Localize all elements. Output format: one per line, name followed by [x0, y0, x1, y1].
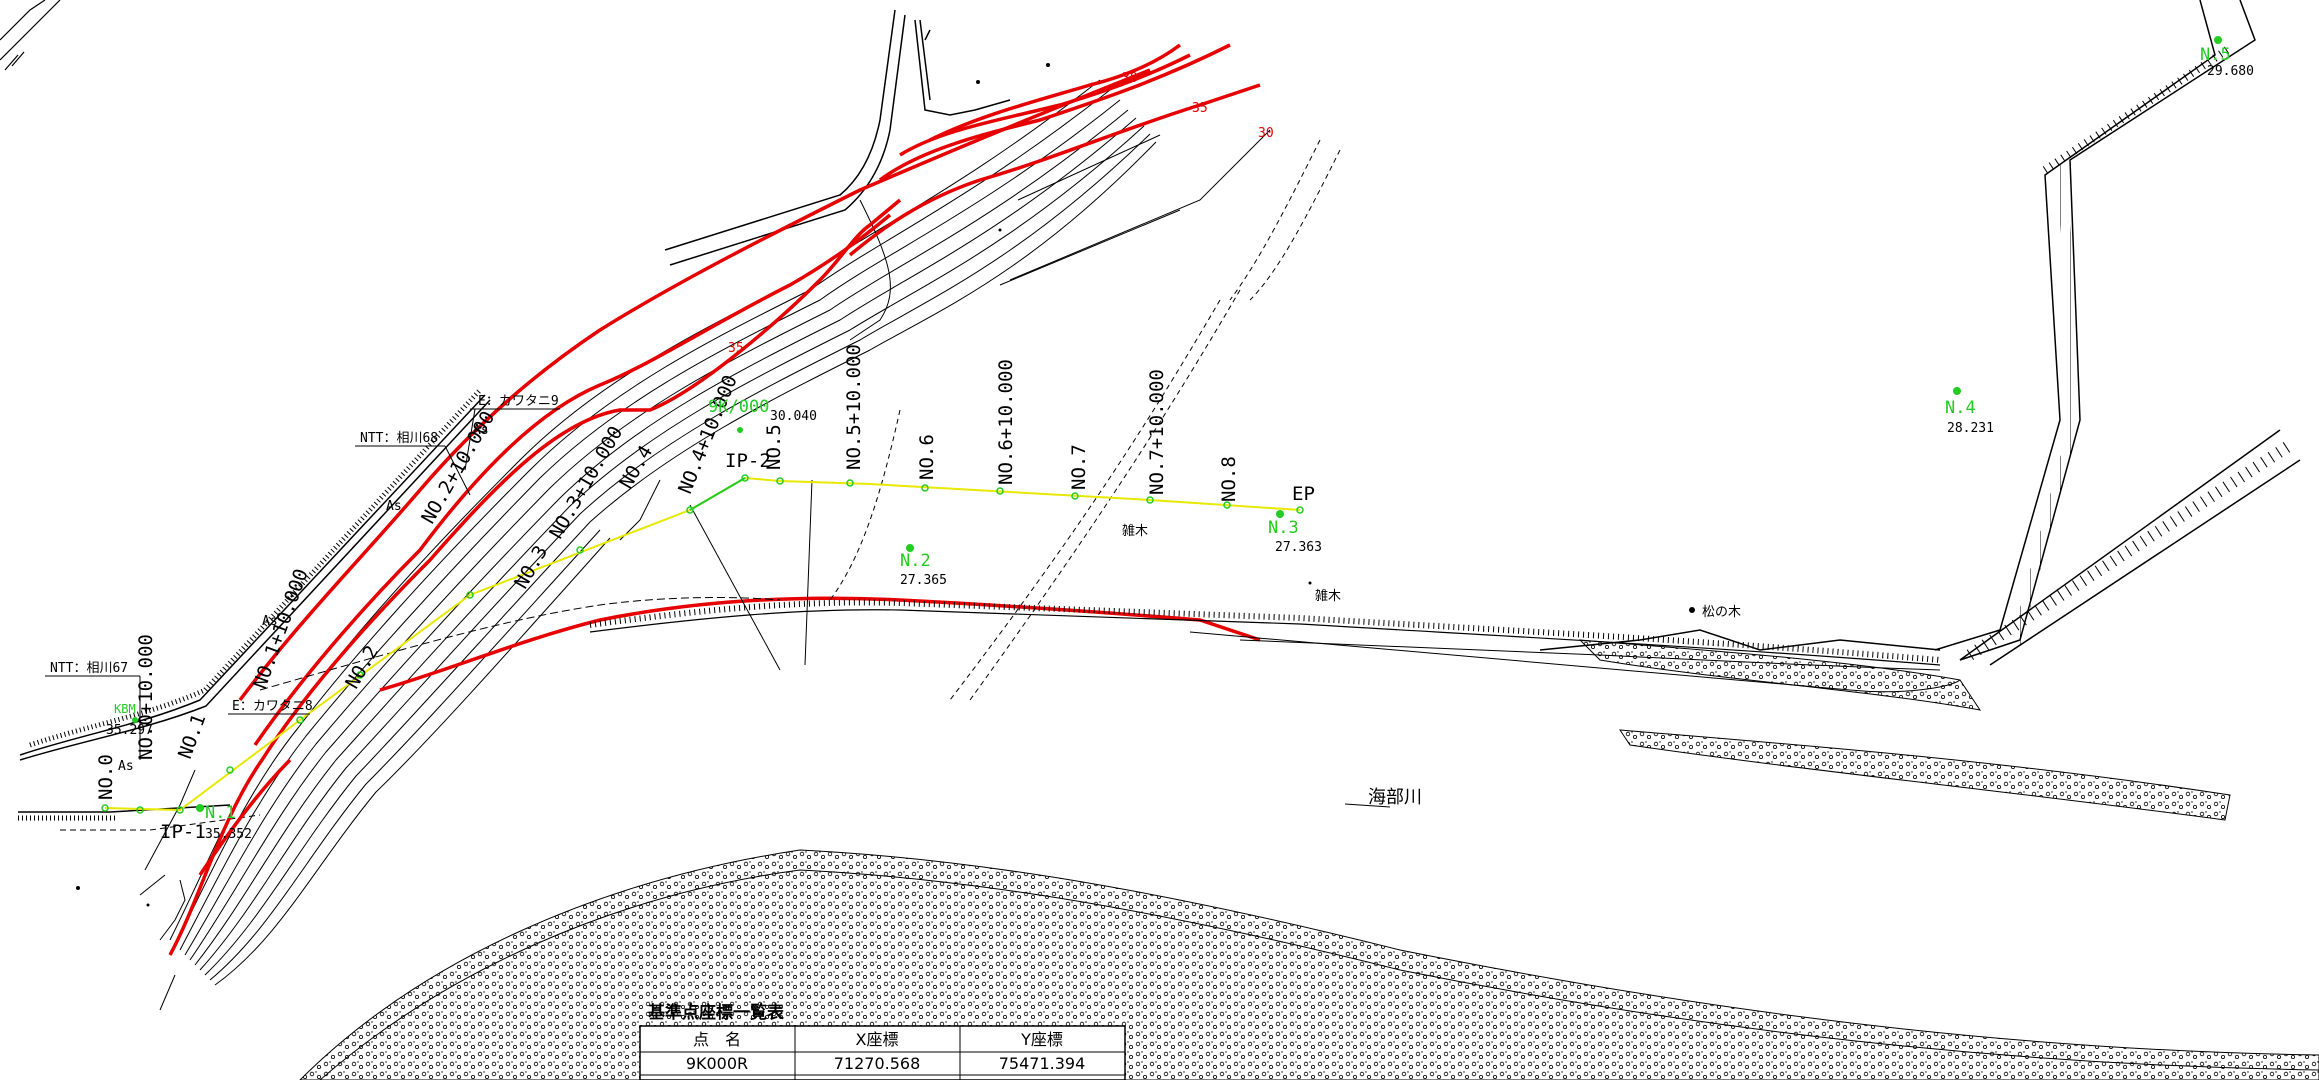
misc-lines: [139, 134, 1161, 1011]
station-dot: [356, 671, 364, 679]
table-header: 点 名: [693, 1030, 741, 1049]
station-dot: [846, 479, 854, 487]
svg-text:30.040: 30.040: [770, 409, 817, 424]
station-label: NO.1: [174, 711, 210, 762]
survey-point: N.3 27.363: [1268, 510, 1322, 555]
contour-label: 30: [1258, 126, 1274, 141]
station-label: NO.5: [763, 424, 785, 470]
as-label: As: [118, 759, 134, 774]
ep-label: EP: [1292, 483, 1315, 505]
svg-text:N.1: N.1: [205, 803, 236, 823]
table-cell: 9K000R: [686, 1054, 748, 1073]
station-dot: [576, 546, 584, 554]
table-header: Y座標: [1020, 1030, 1063, 1049]
svg-text:N.5: N.5: [2200, 45, 2231, 65]
svg-text:27.365: 27.365: [900, 573, 947, 588]
table-header: X座標: [856, 1030, 899, 1049]
ntt67-label: NTT：相川67: [50, 661, 128, 676]
as-label: As: [473, 423, 489, 438]
matsunoki-label: 松の木: [1702, 605, 1741, 620]
station-dot: [226, 766, 234, 774]
station-dot: [1223, 501, 1231, 509]
station-label: NO.5+10.000: [843, 344, 865, 470]
station-label: NO.8: [1218, 456, 1240, 502]
survey-point: KBM 35.297: [106, 702, 153, 738]
zatsuboku-label: 雑木: [1315, 588, 1341, 604]
kawatani8-label: E：カワタニ8: [232, 699, 313, 714]
contour-label: 35: [728, 341, 744, 356]
right-structure: [1539, 0, 2301, 666]
station-label: NO.6+10.000: [995, 359, 1017, 485]
station-dot: [921, 484, 929, 492]
as-label: As: [386, 499, 402, 514]
station-label: NO.0+10.000: [135, 634, 157, 760]
survey-point: N.5 29.680: [2200, 36, 2254, 79]
survey-point: N.2 27.365: [900, 544, 947, 588]
table-cell: 75471.394: [999, 1054, 1086, 1073]
station-dot: [686, 506, 694, 514]
station-dot: [1296, 506, 1304, 514]
station-label: NO.7: [1068, 444, 1090, 490]
main-road: [18, 388, 491, 831]
station-label: NO.6: [916, 434, 938, 480]
kawatani9-label: E：カワタニ9: [478, 394, 559, 409]
station-label: NO.4: [615, 442, 657, 493]
station-dot: [296, 716, 304, 724]
station-dot: [101, 804, 109, 812]
station-dot: [776, 477, 784, 485]
station-label: NO.3+10.000: [545, 423, 627, 543]
svg-text:29.680: 29.680: [2207, 64, 2254, 79]
svg-text:9K/000: 9K/000: [708, 397, 769, 417]
station-labels: NO.0 NO.0+10.000 NO.1 NO.1+10.000 NO.2 N…: [95, 344, 1240, 800]
contour-label: 30: [1122, 71, 1138, 86]
control-point-table: 基準点座標一覧表 点 名 X座標 Y座標 9K000R 71270.568 75…: [639, 1002, 1126, 1080]
survey-point: N.1 35.352: [196, 803, 252, 842]
alignment-centerline: [101, 474, 1304, 814]
index-contours: [168, 43, 1261, 956]
svg-text:N.2: N.2: [900, 551, 931, 571]
upper-road: [664, 9, 1011, 266]
svg-text:N.3: N.3: [1268, 518, 1299, 538]
svg-text:35.297: 35.297: [106, 723, 153, 738]
station-dot: [466, 591, 474, 599]
svg-text:28.231: 28.231: [1947, 421, 1994, 436]
ip2-label: IP-2: [725, 450, 771, 472]
station-dot: [1071, 492, 1079, 500]
corner-road: [0, 0, 61, 71]
station-label: NO.3: [510, 542, 552, 593]
station-dot: [176, 806, 184, 814]
ip1-label: IP-1: [160, 821, 206, 843]
svg-text:N.4: N.4: [1945, 398, 1976, 418]
station-dot: [996, 487, 1004, 495]
svg-text:27.363: 27.363: [1275, 540, 1322, 555]
ntt68-label: NTT：相川68: [360, 431, 438, 446]
survey-point: N.4 28.231: [1945, 387, 1994, 436]
gravel-bars: [299, 639, 2319, 1080]
svg-text:35.352: 35.352: [205, 827, 252, 842]
station-label: NO.0: [95, 754, 117, 800]
survey-point: 9K/000 30.040: [708, 397, 817, 433]
station-label: NO.7+10.000: [1146, 369, 1168, 495]
station-dot: [741, 474, 749, 482]
zatsuboku-label: 雑木: [1122, 523, 1148, 539]
slope-contours: [169, 79, 1271, 986]
table-cell: 71270.568: [834, 1054, 921, 1073]
annotations: NTT：相川67 NTT：相川68 E：カワタニ9 E：カワタニ8 As As …: [45, 63, 1741, 907]
svg-text:KBM: KBM: [114, 702, 136, 716]
as-label: As: [262, 614, 278, 629]
river-label: 海部川: [1368, 787, 1422, 808]
survey-points: N.1 35.352 N.2 27.365 N.3 27.363 N.4 28.…: [106, 36, 2254, 842]
table-title: 基準点座標一覧表: [647, 1002, 785, 1023]
contour-label: 35: [1192, 101, 1208, 116]
station-dot: [1146, 496, 1154, 504]
station-dot: [136, 806, 144, 814]
